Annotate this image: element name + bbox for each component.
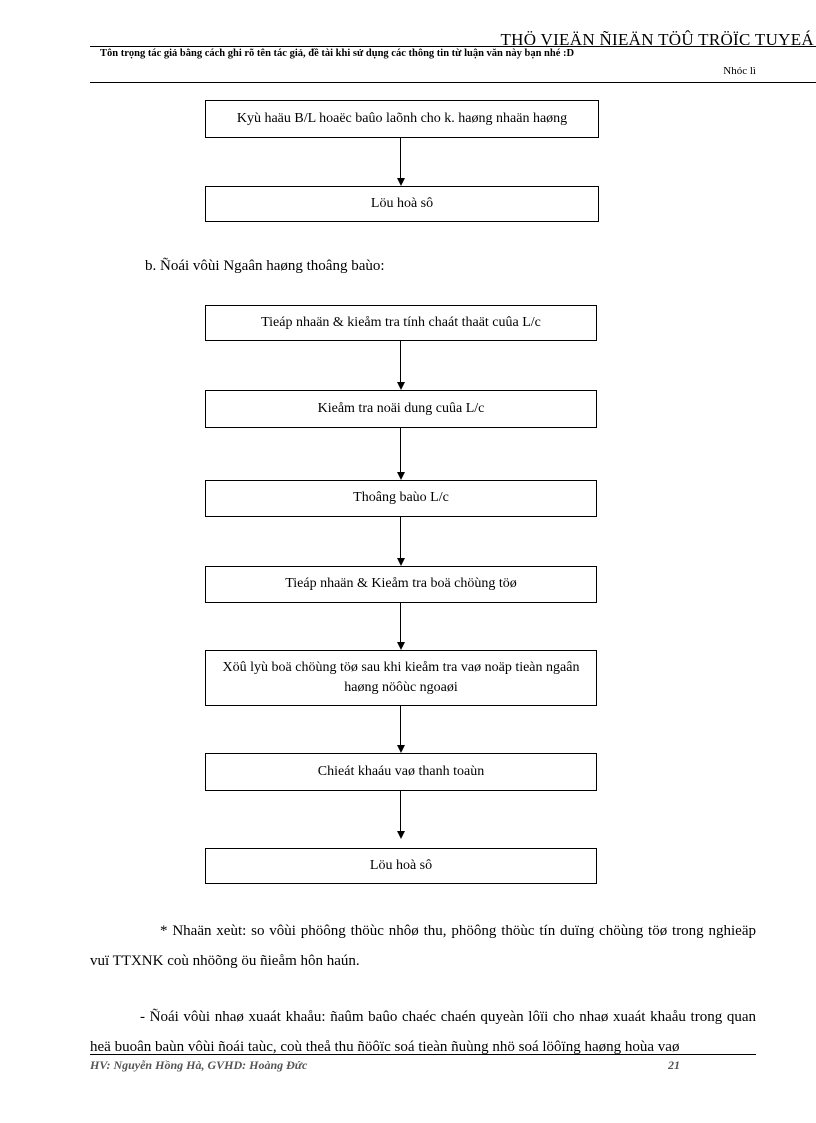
footer-text: HV: Nguyễn Hồng Hà, GVHD: Hoàng Đức [90, 1058, 308, 1072]
arrow-down-icon [397, 558, 405, 566]
arrow-down-icon [397, 745, 405, 753]
footer-divider [90, 1054, 756, 1055]
page-number: 21 [668, 1058, 680, 1072]
flow-connector [400, 517, 401, 559]
flow-box-notify: Thoâng baùo L/c [205, 480, 597, 517]
arrow-down-icon [397, 472, 405, 480]
flow-connector [400, 428, 401, 473]
flow-connector [400, 706, 401, 746]
header-divider-top [90, 46, 816, 47]
flow-connector [400, 341, 401, 383]
header-author: Nhóc lì [723, 65, 756, 77]
arrow-down-icon [397, 382, 405, 390]
arrow-down-icon [397, 178, 405, 186]
flow-box-documents-check: Tieáp nhaän & Kieåm tra boä chöùng töø [205, 566, 597, 603]
arrow-down-icon [397, 831, 405, 839]
site-title: THÖ VIEÄN ÑIEÄN TÖÛ TRÖÏC TUYEÁ [500, 30, 814, 49]
flow-connector [400, 791, 401, 832]
flow-connector [400, 138, 401, 179]
paragraph-exporter: - Ñoái vôùi nhaø xuaát khaåu: ñaûm baûo … [90, 1009, 756, 1055]
section-heading: b. Ñoái vôùi Ngaân haøng thoâng baùo: [145, 258, 385, 274]
flow-box-content-check: Kieåm tra noäi dung cuûa L/c [205, 390, 597, 428]
flow-box-receive-check: Tieáp nhaän & kieåm tra tính chaát thaät… [205, 305, 597, 341]
flow-box-archive-final: Löu hoà sô [205, 848, 597, 884]
paragraph-remark: * Nhaän xeùt: so vôùi phöông thöùc nhôø … [90, 923, 756, 969]
arrow-down-icon [397, 642, 405, 650]
flow-box-process-documents: Xöû lyù boä chöùng töø sau khi kieåm tra… [205, 650, 597, 706]
flow-connector [400, 603, 401, 643]
header-divider-bottom [90, 82, 816, 83]
flow-box-discount-payment: Chieát khaáu vaø thanh toaùn [205, 753, 597, 791]
flow-box-archive: Löu hoà sô [205, 186, 599, 222]
flow-box-bl-guarantee: Kyù haäu B/L hoaëc baûo laõnh cho k. haø… [205, 100, 599, 138]
copyright-notice: Tôn trọng tác giả bằng cách ghi rõ tên t… [100, 48, 575, 59]
